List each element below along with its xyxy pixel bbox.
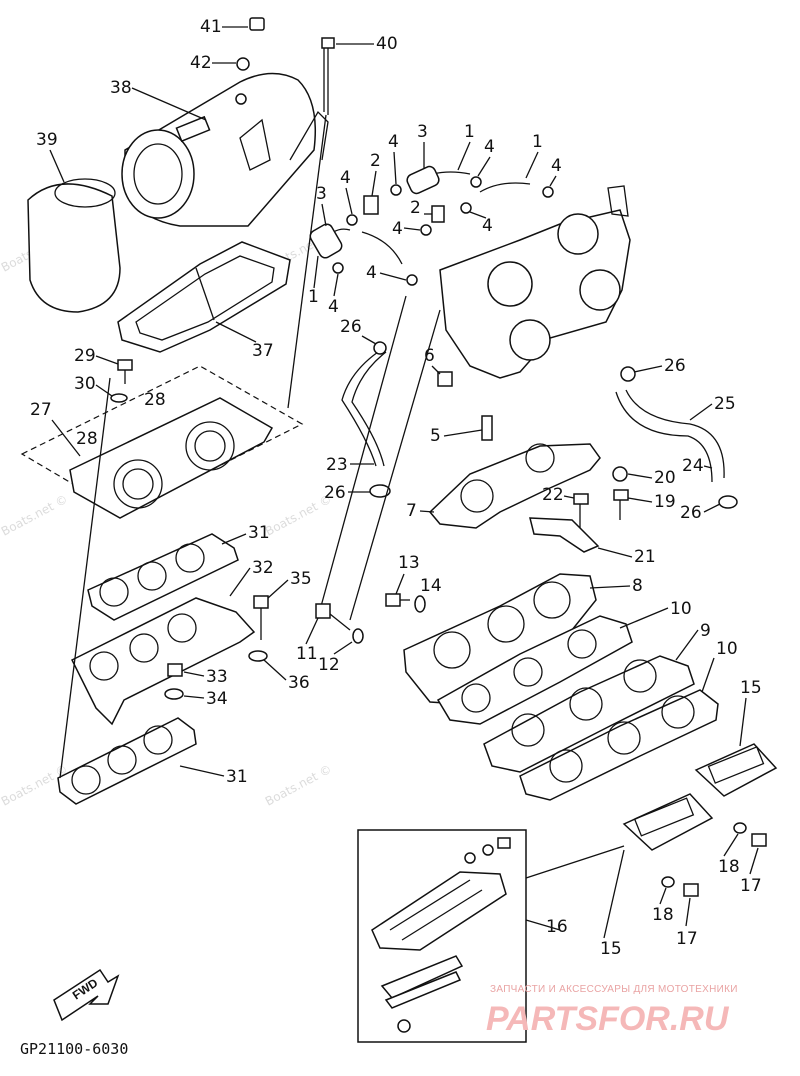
callout-10: 10 [716,639,738,659]
callout-labels: 41 42 40 38 39 37 29 30 28 27 28 31 32 3… [30,17,762,959]
callout-13: 13 [398,553,420,573]
callout-23: 23 [326,455,348,475]
callout-22: 22 [542,485,564,505]
callout-18: 18 [718,857,740,877]
callout-15: 15 [740,678,762,698]
callout-4: 4 [482,216,493,236]
callout-11: 11 [296,644,318,664]
callout-5: 5 [430,426,441,446]
callout-27: 27 [30,400,52,420]
callout-26: 26 [340,317,362,337]
callout-3: 3 [316,184,327,204]
callout-34: 34 [206,689,228,709]
callout-21: 21 [634,547,656,567]
callout-20: 20 [654,468,676,488]
callout-16: 16 [546,917,568,937]
callout-40: 40 [376,34,398,54]
gaskets-plates-group [57,114,327,805]
reed-valve-detail-inset [357,829,625,1043]
callout-42: 42 [190,53,212,73]
air-silencer-group [20,17,335,519]
callout-14: 14 [420,576,442,596]
callout-18: 18 [652,905,674,925]
callout-10: 10 [670,599,692,619]
callout-4: 4 [484,137,495,157]
callout-4: 4 [392,219,403,239]
callout-39: 39 [36,130,58,150]
callout-31: 31 [226,767,248,787]
callout-4: 4 [388,132,399,152]
callout-9: 9 [700,621,711,641]
callout-37: 37 [252,341,274,361]
callout-33: 33 [206,667,228,687]
callout-17: 17 [740,876,762,896]
callout-2: 2 [370,151,381,171]
watermark: Boats.net © [0,492,70,539]
callout-2: 2 [410,198,421,218]
brand-logo: PARTSFOR.RU [486,1000,730,1038]
intake-manifold-group [315,573,778,897]
callout-28: 28 [144,390,166,410]
callout-1: 1 [464,122,475,142]
callout-4: 4 [551,156,562,176]
callout-17: 17 [676,929,698,949]
callout-15: 15 [600,939,622,959]
diagram-code: GP21100-6030 [20,1040,128,1058]
callout-35: 35 [290,569,312,589]
callout-3: 3 [417,122,428,142]
callout-1: 1 [308,287,319,307]
callout-26: 26 [664,356,686,376]
callout-6: 6 [424,346,435,366]
callout-19: 19 [654,492,676,512]
callout-4: 4 [340,168,351,188]
callout-41: 41 [200,17,222,37]
callout-26: 26 [324,483,346,503]
watermark: Boats.net © [263,762,334,809]
callout-12: 12 [318,655,340,675]
callout-7: 7 [406,501,417,521]
callout-4: 4 [366,263,377,283]
callout-29: 29 [74,346,96,366]
carburetor-group [309,165,738,621]
callout-25: 25 [714,394,736,414]
callout-31: 31 [248,523,270,543]
callout-30: 30 [74,374,96,394]
callout-4: 4 [328,297,339,317]
callout-32: 32 [252,558,274,578]
callout-28: 28 [76,429,98,449]
callout-1: 1 [532,132,543,152]
fwd-arrow: FWD [53,968,120,1022]
callout-24: 24 [682,456,704,476]
callout-8: 8 [632,576,643,596]
callout-38: 38 [110,78,132,98]
callout-36: 36 [288,673,310,693]
callout-26: 26 [680,503,702,523]
brand-tagline: ЗАПЧАСТИ И АКСЕССУАРЫ ДЛЯ МОТОТЕХНИКИ [490,984,738,995]
